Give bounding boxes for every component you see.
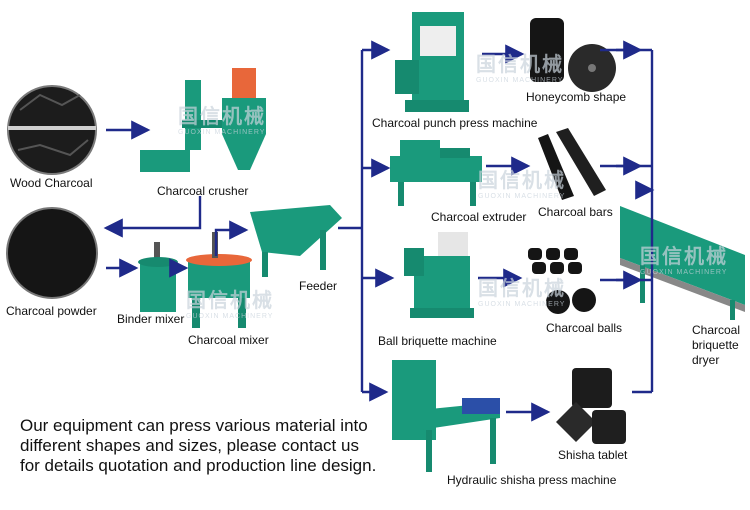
charcoal-balls [528, 248, 596, 314]
shisha-tablets [556, 368, 626, 444]
contact-note: Our equipment can press various material… [20, 416, 377, 475]
honeycomb-briquettes [530, 18, 616, 92]
wood-charcoal-image [7, 85, 97, 175]
label-dryer-line1: Charcoal [692, 323, 741, 337]
label-shisha-press: Hydraulic shisha press machine [447, 473, 617, 487]
feeder-machine [250, 205, 342, 277]
label-wood-charcoal: Wood Charcoal [10, 176, 93, 190]
label-honeycomb: Honeycomb shape [526, 90, 627, 104]
label-dryer-line3: dryer [692, 353, 720, 367]
punch-press-machine [395, 12, 469, 112]
charcoal-crusher-machine [140, 68, 266, 172]
ball-briquette-machine [404, 232, 474, 318]
binder-mixer-machine [138, 242, 178, 312]
label-charcoal-balls: Charcoal balls [546, 321, 623, 335]
flow-arrows [103, 40, 654, 422]
charcoal-bars [538, 128, 606, 200]
label-ball-press: Ball briquette machine [378, 334, 497, 348]
label-feeder: Feeder [299, 279, 338, 293]
charcoal-mixer-machine [186, 232, 252, 328]
label-charcoal-mixer: Charcoal mixer [188, 333, 269, 347]
hydraulic-shisha-press-machine [392, 360, 500, 472]
label-binder-mixer: Binder mixer [117, 312, 185, 326]
charcoal-powder-image [6, 207, 98, 299]
label-charcoal-bars: Charcoal bars [538, 205, 613, 219]
label-charcoal-crusher: Charcoal crusher [157, 184, 249, 198]
label-shisha-tablet: Shisha tablet [558, 448, 628, 462]
label-punch-press: Charcoal punch press machine [372, 116, 538, 130]
charcoal-extruder-machine [390, 140, 482, 206]
label-extruder: Charcoal extruder [431, 210, 527, 224]
label-dryer-line2: briquette [692, 338, 739, 352]
label-charcoal-powder: Charcoal powder [6, 304, 97, 318]
